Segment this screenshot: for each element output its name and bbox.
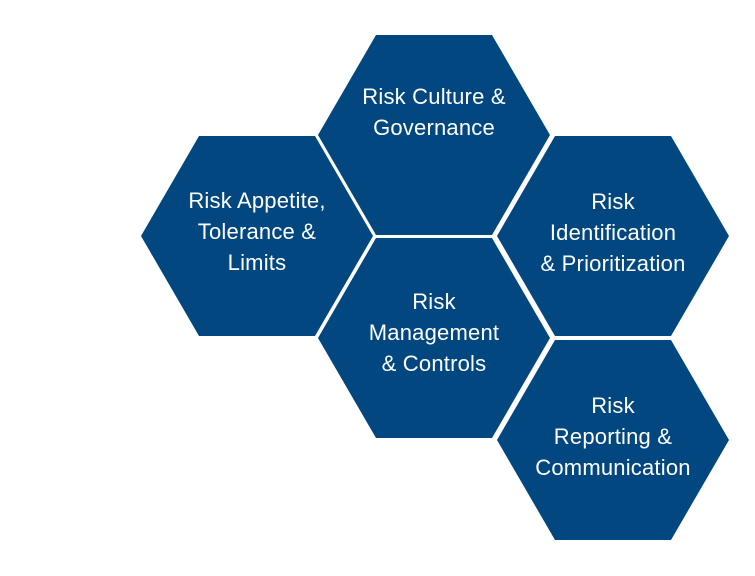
hexagon-risk-reporting-communication: Risk Reporting & Communication [497,340,729,540]
hexagon-label: Risk Appetite, Tolerance & Limits [188,187,326,275]
hexagon-label: Risk Culture & Governance [362,84,506,140]
hexagon-label: Risk Identification & Prioritization [540,188,686,276]
hexagon-label: Risk Management & Controls [368,288,500,376]
hexagon-label: Risk Reporting & Communication [535,392,691,480]
hexagon-risk-identification-prioritization: Risk Identification & Prioritization [497,136,729,336]
